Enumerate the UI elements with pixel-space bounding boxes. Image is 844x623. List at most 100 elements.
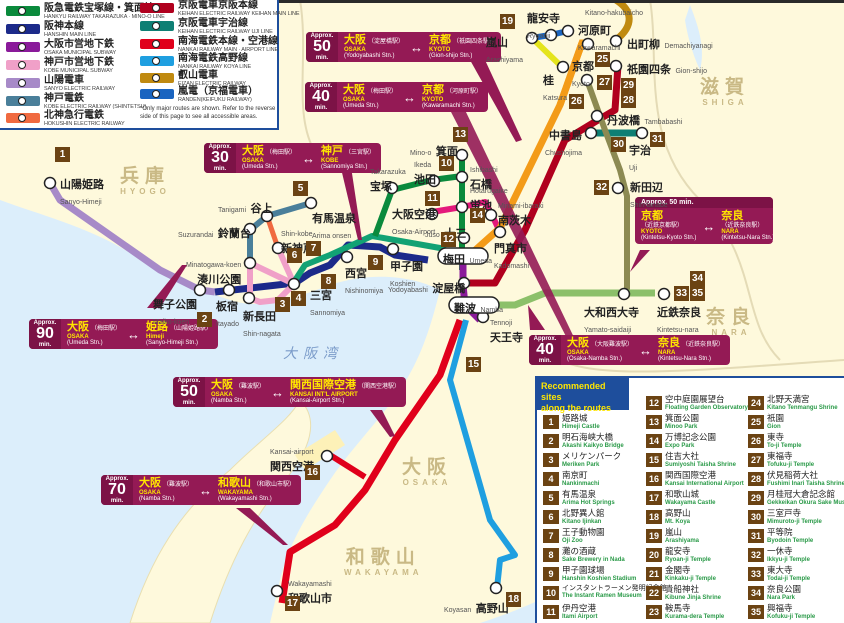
double-arrow-icon: ↔ (403, 89, 417, 105)
site-marker-31: 31 (650, 132, 665, 147)
site-marker-4: 4 (291, 291, 306, 306)
site-marker-13: 13 (453, 127, 468, 142)
site-marker-10: 10 (439, 156, 454, 171)
line-swatch-icon (6, 60, 40, 70)
legend-label-jp: 阪急電鉄宝塚線・箕面線 (44, 3, 154, 14)
legend-item-randen: 嵐電（京福電車）RANDEN(KEIFUKU RAILWAY) (140, 87, 258, 104)
legend-label-en: KOBE MUNICIPAL SUBWAY (44, 68, 113, 74)
double-arrow-icon: ↔ (702, 218, 716, 234)
double-arrow-icon: ↔ (199, 482, 213, 498)
site-marker-16: 16 (305, 465, 320, 480)
line-swatch-icon (6, 96, 40, 106)
legend-label-jp: 南海電鉄高野線 (178, 53, 248, 64)
line-swatch-icon (140, 73, 174, 83)
legend-label-en: KEIHAN ELECTRIC RAILWAY KEIHAN MAIN LINE (178, 11, 300, 17)
site-marker-27: 27 (597, 75, 612, 90)
site-marker-11: 11 (425, 191, 440, 206)
line-keihan (463, 64, 622, 287)
site-marker-3: 3 (275, 297, 290, 312)
line-nankai-main (278, 318, 464, 604)
site-marker-1: 1 (55, 147, 70, 162)
station-umeda: 梅田 Umeda (443, 254, 493, 266)
legend-label-en: KEIHAN ELECTRIC RAILWAY UJI LINE (178, 29, 273, 35)
legend-label-en: HANKYU RAILWAY TAKARAZUKA · MINO-O LINE (44, 14, 165, 20)
line-hankyu-arashiyama (529, 35, 565, 70)
legend-label-jp: 神戸電鉄 (44, 93, 84, 104)
site-marker-7: 7 (306, 241, 321, 256)
station-kitano-hakubaicho: Kitano-hakubaicho (585, 10, 643, 17)
site-marker-2: 2 (197, 312, 212, 327)
double-arrow-icon: ↔ (639, 342, 653, 358)
site-marker-33: 33 (674, 286, 689, 301)
legend-label-en: HANSHIN MAIN LINE (44, 32, 97, 38)
legend-label-jp: 大阪市営地下鉄 (44, 39, 114, 50)
site-marker-6: 6 (287, 248, 302, 263)
station-yodoyabashi: Yodoyabashi 淀屋橋 (388, 283, 466, 295)
station-namba: 難波 Namba (454, 303, 504, 315)
callout-kyoto-nara-50: Approx. 50 min. 京都（近鉄京都駅）KYOTO(Kintetsu-… (635, 197, 774, 245)
osaka-bay-sea (0, 200, 440, 623)
double-arrow-icon: ↔ (271, 384, 285, 400)
line-swatch-icon (6, 78, 40, 88)
site-marker-9: 9 (368, 255, 383, 270)
legend-label-en: EIZAN ELECTRIC RAILWAY (178, 81, 246, 87)
station-gion-shijo: 祇園四条 Gion-shijo (627, 64, 707, 76)
legend-label-jp: 神戸市営地下鉄 (44, 57, 114, 68)
legend-label-jp: 京阪電車宇治線 (178, 18, 248, 29)
site-marker-14: 14 (470, 208, 485, 223)
site-marker-30: 30 (611, 137, 626, 152)
legend-label-jp: 北神急行電鉄 (44, 110, 104, 121)
legend-label-jp: 南海電鉄本線・空港線 (178, 36, 278, 47)
